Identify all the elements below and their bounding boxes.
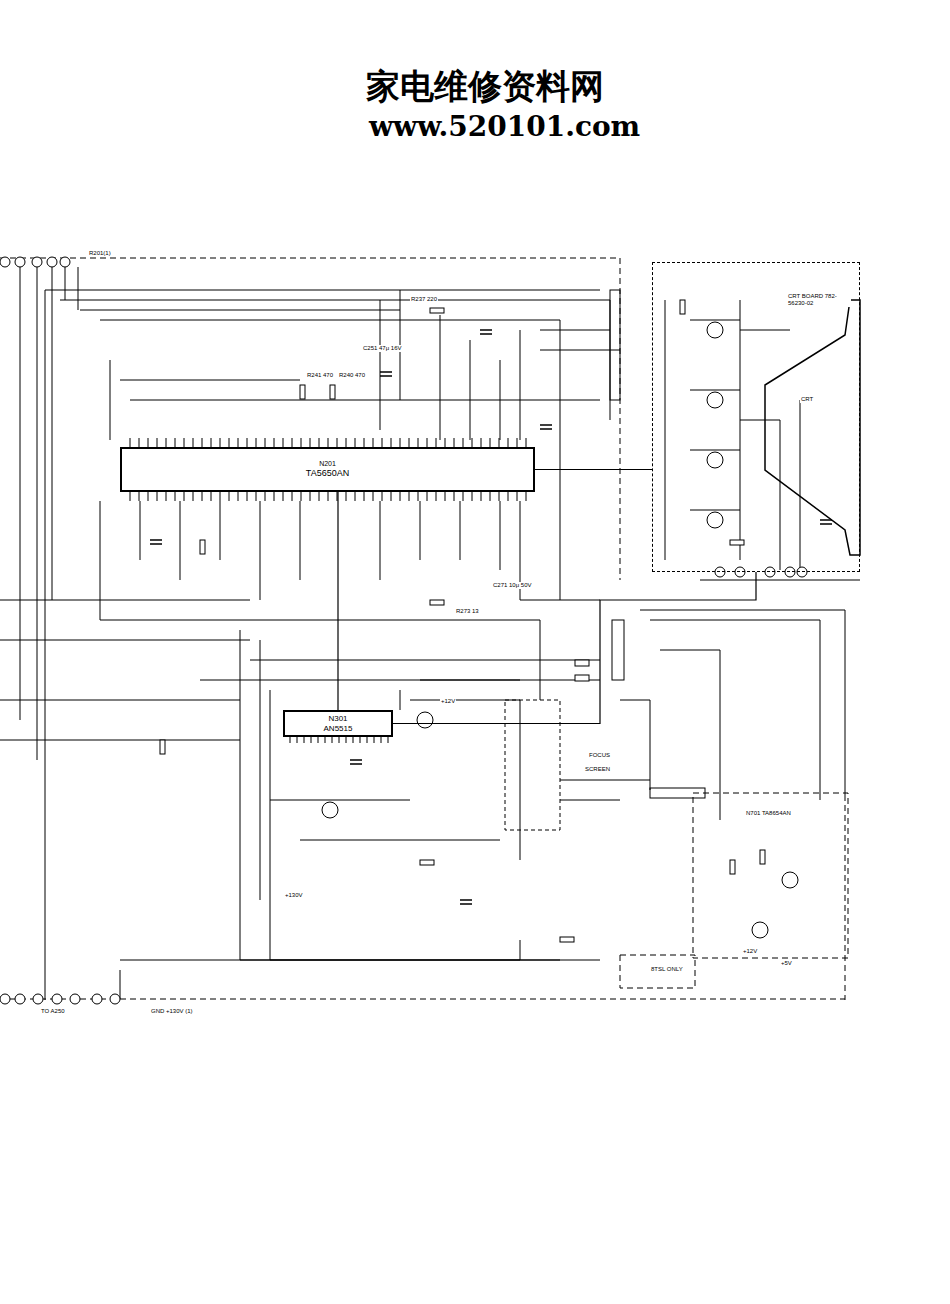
transistor-symbol [322,802,338,818]
wire [100,501,600,620]
part-label: TO A250 [40,1008,66,1015]
transistor-symbol [707,452,723,468]
resistor-symbol [560,937,574,942]
capacitors [150,330,832,904]
part-number: TA5650AN [306,468,349,478]
part-label: C251 47μ 16V [362,345,402,352]
resistor-symbol [200,540,205,554]
part-label: GND +130V (1) [150,1008,194,1015]
part-label: +130V [284,892,304,899]
pin [70,994,80,1004]
transistors [322,322,798,938]
part-label: CRT [800,396,814,403]
pin [765,567,775,577]
resistor-symbol [760,850,765,864]
pin [0,257,10,267]
pin [110,994,120,1004]
resistor-symbol [680,300,685,314]
part-label: FOCUS [588,752,611,759]
pin [32,257,42,267]
connector-pins [0,257,807,1004]
transistor-symbol [707,512,723,528]
resistor-symbol [430,308,444,313]
signal-wire [535,469,652,470]
connector-strip [650,788,705,798]
resistor-symbol [730,540,744,545]
pin [785,567,795,577]
flyback-box [505,700,560,830]
pin [735,567,745,577]
pin [797,567,807,577]
part-label: R201(1) [88,250,112,257]
ic-pins [122,492,533,501]
resistor-symbol [330,385,335,399]
part-label: +12V [742,948,758,955]
part-label: R240 470 [338,372,366,379]
resistor-symbol [575,660,589,666]
part-label: R273 13 [455,608,480,615]
part-designator: CRT BOARD 782-56230-02 [787,293,851,307]
pin [33,994,43,1004]
board-outline: CRT BOARD 782-56230-02 [652,262,860,572]
pin [47,257,57,267]
connector-strip [610,290,620,400]
watermark-url: www.520101.com [368,112,641,143]
transistor-symbol [707,322,723,338]
ic-pins [122,438,533,447]
ic-package: N301AN5515 [283,710,393,737]
part-label: R237 220 [410,296,438,303]
wire [20,267,620,1000]
pin [715,567,725,577]
pin [52,994,62,1004]
crt-neck [765,300,860,555]
watermark: 家电维修资料网 [365,68,605,105]
board-frame [0,258,845,1000]
option-box [620,955,695,988]
transistor-symbol [707,392,723,408]
pin [92,994,102,1004]
transistor-symbol [417,712,433,728]
part-designator: N201 [319,460,336,468]
transistor-symbol [782,872,798,888]
resistor-symbol [300,385,305,399]
signal-wire [393,572,756,724]
capacitor-symbol [150,330,832,904]
resistors [160,300,765,942]
ic-package: N201TA5650AN [120,447,535,492]
resistor-symbol [730,860,735,874]
part-label: +12V [440,698,456,705]
resistor-symbol [575,675,589,681]
part-number: AN5515 [324,724,353,733]
part-label: N701 TA8654AN [745,810,792,817]
part-label: 8TSL ONLY [650,966,684,973]
signal-wire [337,492,338,710]
connector-strip [612,620,624,680]
resistor-symbol [430,600,444,605]
transistor-symbol [752,922,768,938]
part-label: R241 470 [306,372,334,379]
sub-board [693,793,848,958]
wire [0,580,860,999]
resistor-symbol [420,860,434,865]
wire [665,300,800,570]
resistor-symbol [160,740,165,754]
pin [0,994,10,1004]
part-label: +5V [780,960,793,967]
part-label: C271 10μ 50V [492,582,532,589]
pin [60,257,70,267]
pin [15,257,25,267]
part-designator: N301 [328,714,347,723]
pin [15,994,25,1004]
part-label: SCREEN [584,766,611,773]
